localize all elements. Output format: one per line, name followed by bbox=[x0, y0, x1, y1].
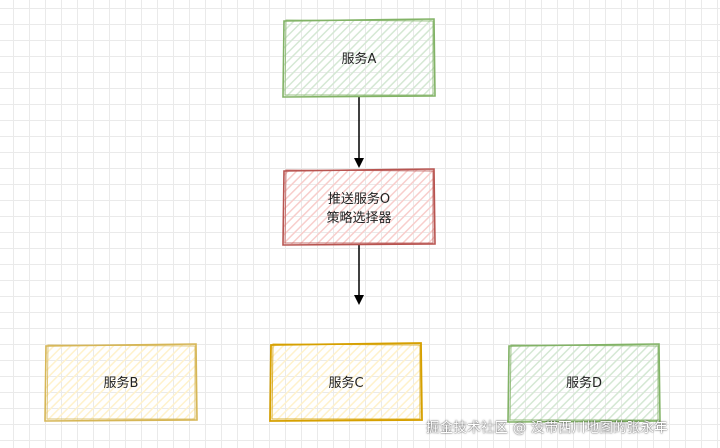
service-d-label: 服务D bbox=[566, 375, 602, 391]
service-a-label: 服务A bbox=[342, 51, 377, 67]
service-b-node[interactable]: 服务B bbox=[44, 343, 198, 422]
service-a-node[interactable]: 服务A bbox=[282, 18, 436, 98]
watermark-text: 掘金技术社区 @ 没带西川地图的张永年 bbox=[426, 420, 668, 436]
push-service-label-line2: 策略选择器 bbox=[326, 210, 391, 226]
service-b-label: 服务B bbox=[104, 375, 139, 391]
push-service-node[interactable]: 推送服务O 策略选择器 bbox=[282, 168, 436, 246]
service-c-node[interactable]: 服务C bbox=[269, 342, 423, 422]
service-c-label: 服务C bbox=[328, 375, 363, 391]
service-d-node[interactable]: 服务D bbox=[507, 343, 661, 423]
push-service-label-line1: 推送服务O bbox=[328, 191, 390, 207]
